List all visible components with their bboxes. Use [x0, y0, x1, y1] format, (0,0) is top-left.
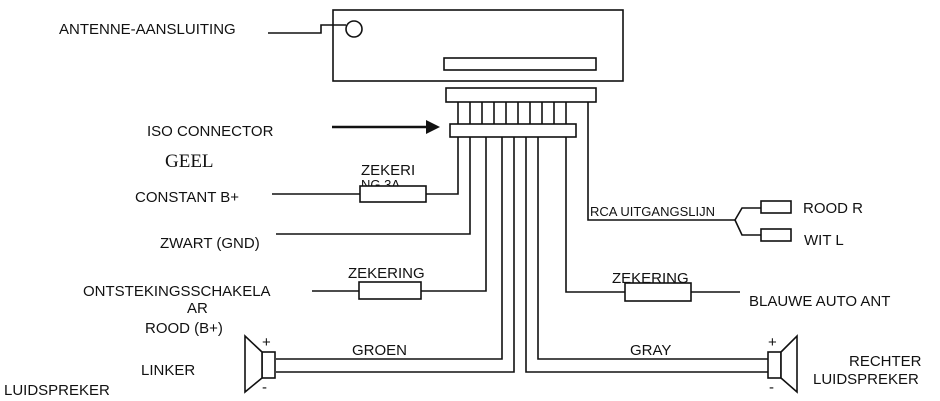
arrow-right-icon	[332, 120, 440, 134]
right-speaker-plus-wire	[537, 137, 768, 360]
ignition-label-b: AR	[187, 300, 208, 317]
rca-label: RCA UITGANGSLIJN	[590, 204, 715, 219]
rca-split-2	[734, 219, 761, 236]
gray-label: GRAY	[630, 342, 671, 359]
fuse-3	[624, 282, 692, 302]
geel-label: GEEL	[165, 151, 214, 172]
rca-plug-l	[760, 228, 792, 242]
speaker-icon	[767, 334, 798, 394]
fuse-2-label: ZEKERING	[348, 265, 425, 282]
fuse-1-label-a: ZEKERI	[361, 162, 415, 179]
left-minus-sign: -	[262, 379, 267, 396]
constant-label: CONSTANT B+	[135, 189, 239, 206]
rechter-label: RECHTER	[849, 353, 922, 370]
rood-r-label: ROOD R	[803, 200, 863, 217]
left-speaker-plus-wire	[276, 137, 503, 360]
connector-upper	[445, 87, 597, 103]
linker-label: LINKER	[141, 362, 195, 379]
antenna-jack-icon	[345, 20, 363, 38]
rca-split	[734, 207, 761, 221]
cd-slot	[443, 57, 597, 71]
right-plus-sign: +	[768, 334, 777, 351]
connector-pins	[457, 102, 567, 124]
fuse-2	[358, 281, 422, 300]
head-unit	[332, 9, 624, 82]
right-luidspreker-label: LUIDSPREKER	[813, 371, 919, 388]
iso-connector	[445, 87, 597, 138]
wit-l-label: WIT L	[804, 232, 844, 249]
iso-connector-label: ISO CONNECTOR	[147, 123, 274, 140]
antenna-label: ANTENNE-AANSLUITING	[59, 21, 236, 38]
left-speaker-minus-wire	[276, 137, 515, 373]
antenna-lead	[268, 24, 346, 34]
connector-lower	[449, 123, 577, 138]
fuse-1	[359, 185, 427, 203]
blauwe-label: BLAUWE AUTO ANT	[749, 293, 890, 310]
right-minus-sign: -	[769, 379, 774, 396]
speaker-icon	[244, 334, 276, 394]
ground-wire	[276, 137, 471, 235]
ignition-label-a: ONTSTEKINGSSCHAKELA	[83, 283, 271, 300]
rood-label: ROOD (B+)	[145, 320, 223, 337]
zwart-label: ZWART (GND)	[160, 235, 260, 252]
left-luidspreker-label: LUIDSPREKER	[4, 382, 110, 399]
constant-wire	[272, 137, 459, 195]
rca-wire	[587, 102, 735, 221]
left-plus-sign: +	[262, 334, 271, 351]
right-speaker-minus-wire	[525, 137, 768, 373]
rca-plug-r	[760, 200, 792, 214]
groen-label: GROEN	[352, 342, 407, 359]
